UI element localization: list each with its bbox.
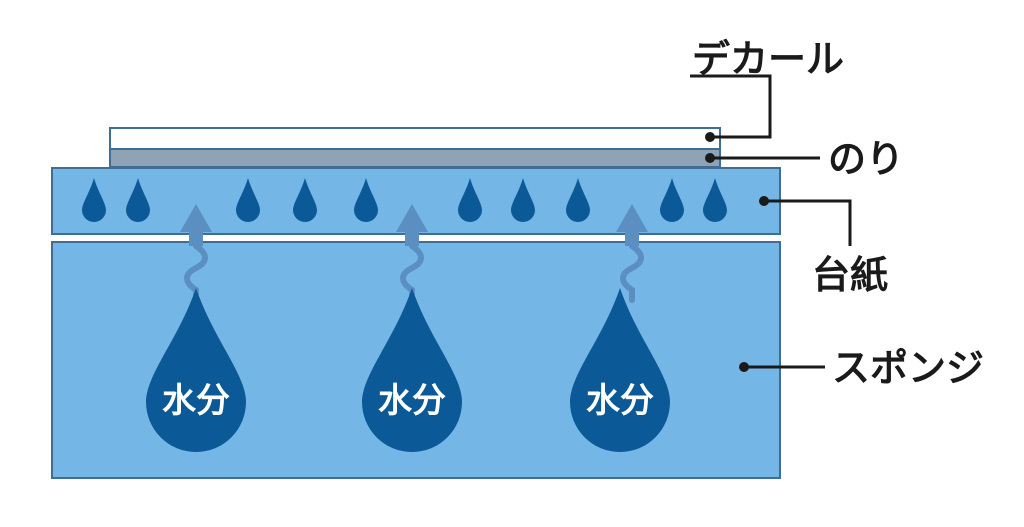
label-decal: デカール [692, 37, 844, 81]
label-backing-paper: 台紙 [812, 253, 888, 297]
small-droplet [703, 178, 727, 222]
label-sponge: スポンジ [832, 346, 984, 390]
moisture-label: 水分 [378, 381, 446, 421]
small-droplet [566, 178, 590, 222]
small-droplet [126, 178, 150, 222]
glue-layer [109, 148, 721, 168]
moisture-drop-shape [146, 288, 246, 452]
arrow-squiggle [620, 243, 644, 303]
arrow-head [396, 204, 428, 246]
moisture-drop: 水分 [146, 288, 246, 452]
leader-decal [690, 74, 772, 142]
moisture-drop-shape [570, 288, 670, 452]
label-glue: のり [828, 137, 904, 181]
leader-backing-paper [759, 196, 852, 246]
moisture-drop: 水分 [362, 288, 462, 452]
arrow-head [616, 204, 648, 246]
small-droplets [82, 178, 727, 222]
arrow-squiggle [400, 243, 424, 303]
leader-glue [705, 153, 820, 163]
small-droplet [236, 178, 260, 222]
decal-layer [109, 127, 721, 150]
moisture-label: 水分 [586, 381, 654, 421]
moisture-drops: 水分 水分 水分 [146, 288, 670, 452]
moisture-label: 水分 [162, 381, 230, 421]
rising-arrow [616, 204, 648, 303]
small-droplet [82, 178, 106, 222]
leader-sponge [739, 362, 825, 372]
moisture-drop: 水分 [570, 288, 670, 452]
moisture-drop-shape [362, 288, 462, 452]
arrow-squiggle [184, 243, 208, 303]
rising-arrow [180, 204, 212, 303]
small-droplet [293, 178, 317, 222]
small-droplet [458, 178, 482, 222]
rising-arrow [396, 204, 428, 303]
rising-moisture-arrows [180, 204, 648, 303]
small-droplet [660, 178, 684, 222]
small-droplet [511, 178, 535, 222]
arrow-head [180, 204, 212, 246]
small-droplet [354, 178, 378, 222]
